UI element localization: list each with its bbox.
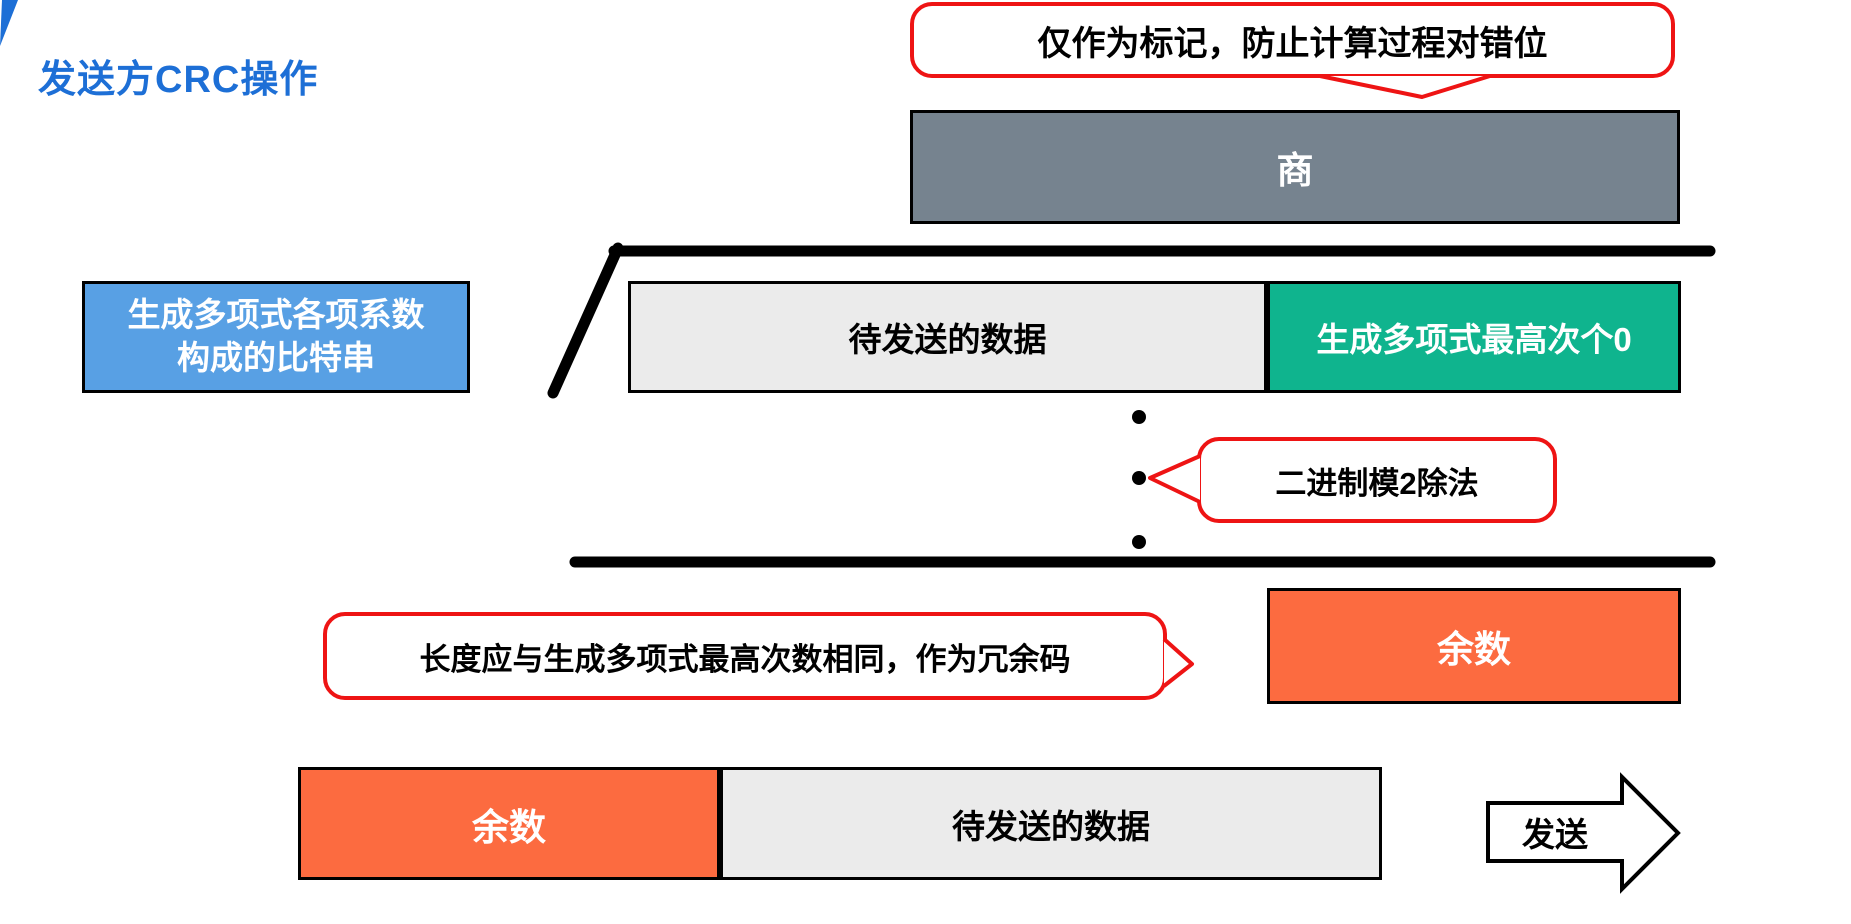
callout-top-tail — [1319, 74, 1491, 99]
callout-bottom-tail — [1162, 637, 1194, 688]
callout-middle-text: 二进制模2除法 — [1275, 465, 1479, 501]
divisor-box: 生成多项式各项系数 构成的比特串 — [82, 281, 470, 393]
ellipsis-dot-1 — [1132, 410, 1146, 424]
callout-bottom-text: 长度应与生成多项式最高次数相同，作为冗余码 — [419, 641, 1071, 677]
appended-zeros-label: 生成多项式最高次个0 — [1316, 321, 1632, 358]
ellipsis-dot-3 — [1132, 535, 1146, 549]
quotient-box: 商 — [910, 110, 1680, 224]
callout-top-text: 仅作为标记，防止计算过程对错位 — [1037, 24, 1548, 63]
final-remainder-label: 余数 — [472, 806, 546, 848]
quotient-label: 商 — [1276, 150, 1314, 191]
page-title: 发送方CRC操作 — [38, 59, 319, 101]
final-data-label: 待发送的数据 — [952, 807, 1150, 845]
remainder-label: 余数 — [1437, 629, 1511, 670]
final-remainder-box: 余数 — [298, 767, 720, 880]
division-slash-line — [547, 242, 624, 399]
remainder-box: 余数 — [1267, 588, 1681, 704]
callout-middle-tail — [1148, 454, 1201, 504]
send-label: 发送 — [1522, 816, 1588, 853]
ellipsis-dot-2 — [1132, 471, 1146, 485]
corner-decoration — [0, 0, 18, 46]
divisor-label-line1: 生成多项式各项系数 — [127, 296, 425, 334]
dividend-data-box: 待发送的数据 — [628, 281, 1267, 393]
dividend-data-label: 待发送的数据 — [848, 321, 1047, 358]
appended-zeros-box: 生成多项式最高次个0 — [1267, 281, 1681, 393]
divisor-label-line2: 构成的比特串 — [177, 339, 375, 376]
callout-top-marker-note: 仅作为标记，防止计算过程对错位 — [910, 2, 1675, 78]
final-data-box: 待发送的数据 — [720, 767, 1382, 880]
callout-remainder-length-note: 长度应与生成多项式最高次数相同，作为冗余码 — [323, 612, 1167, 700]
callout-mod2-division: 二进制模2除法 — [1197, 437, 1557, 523]
